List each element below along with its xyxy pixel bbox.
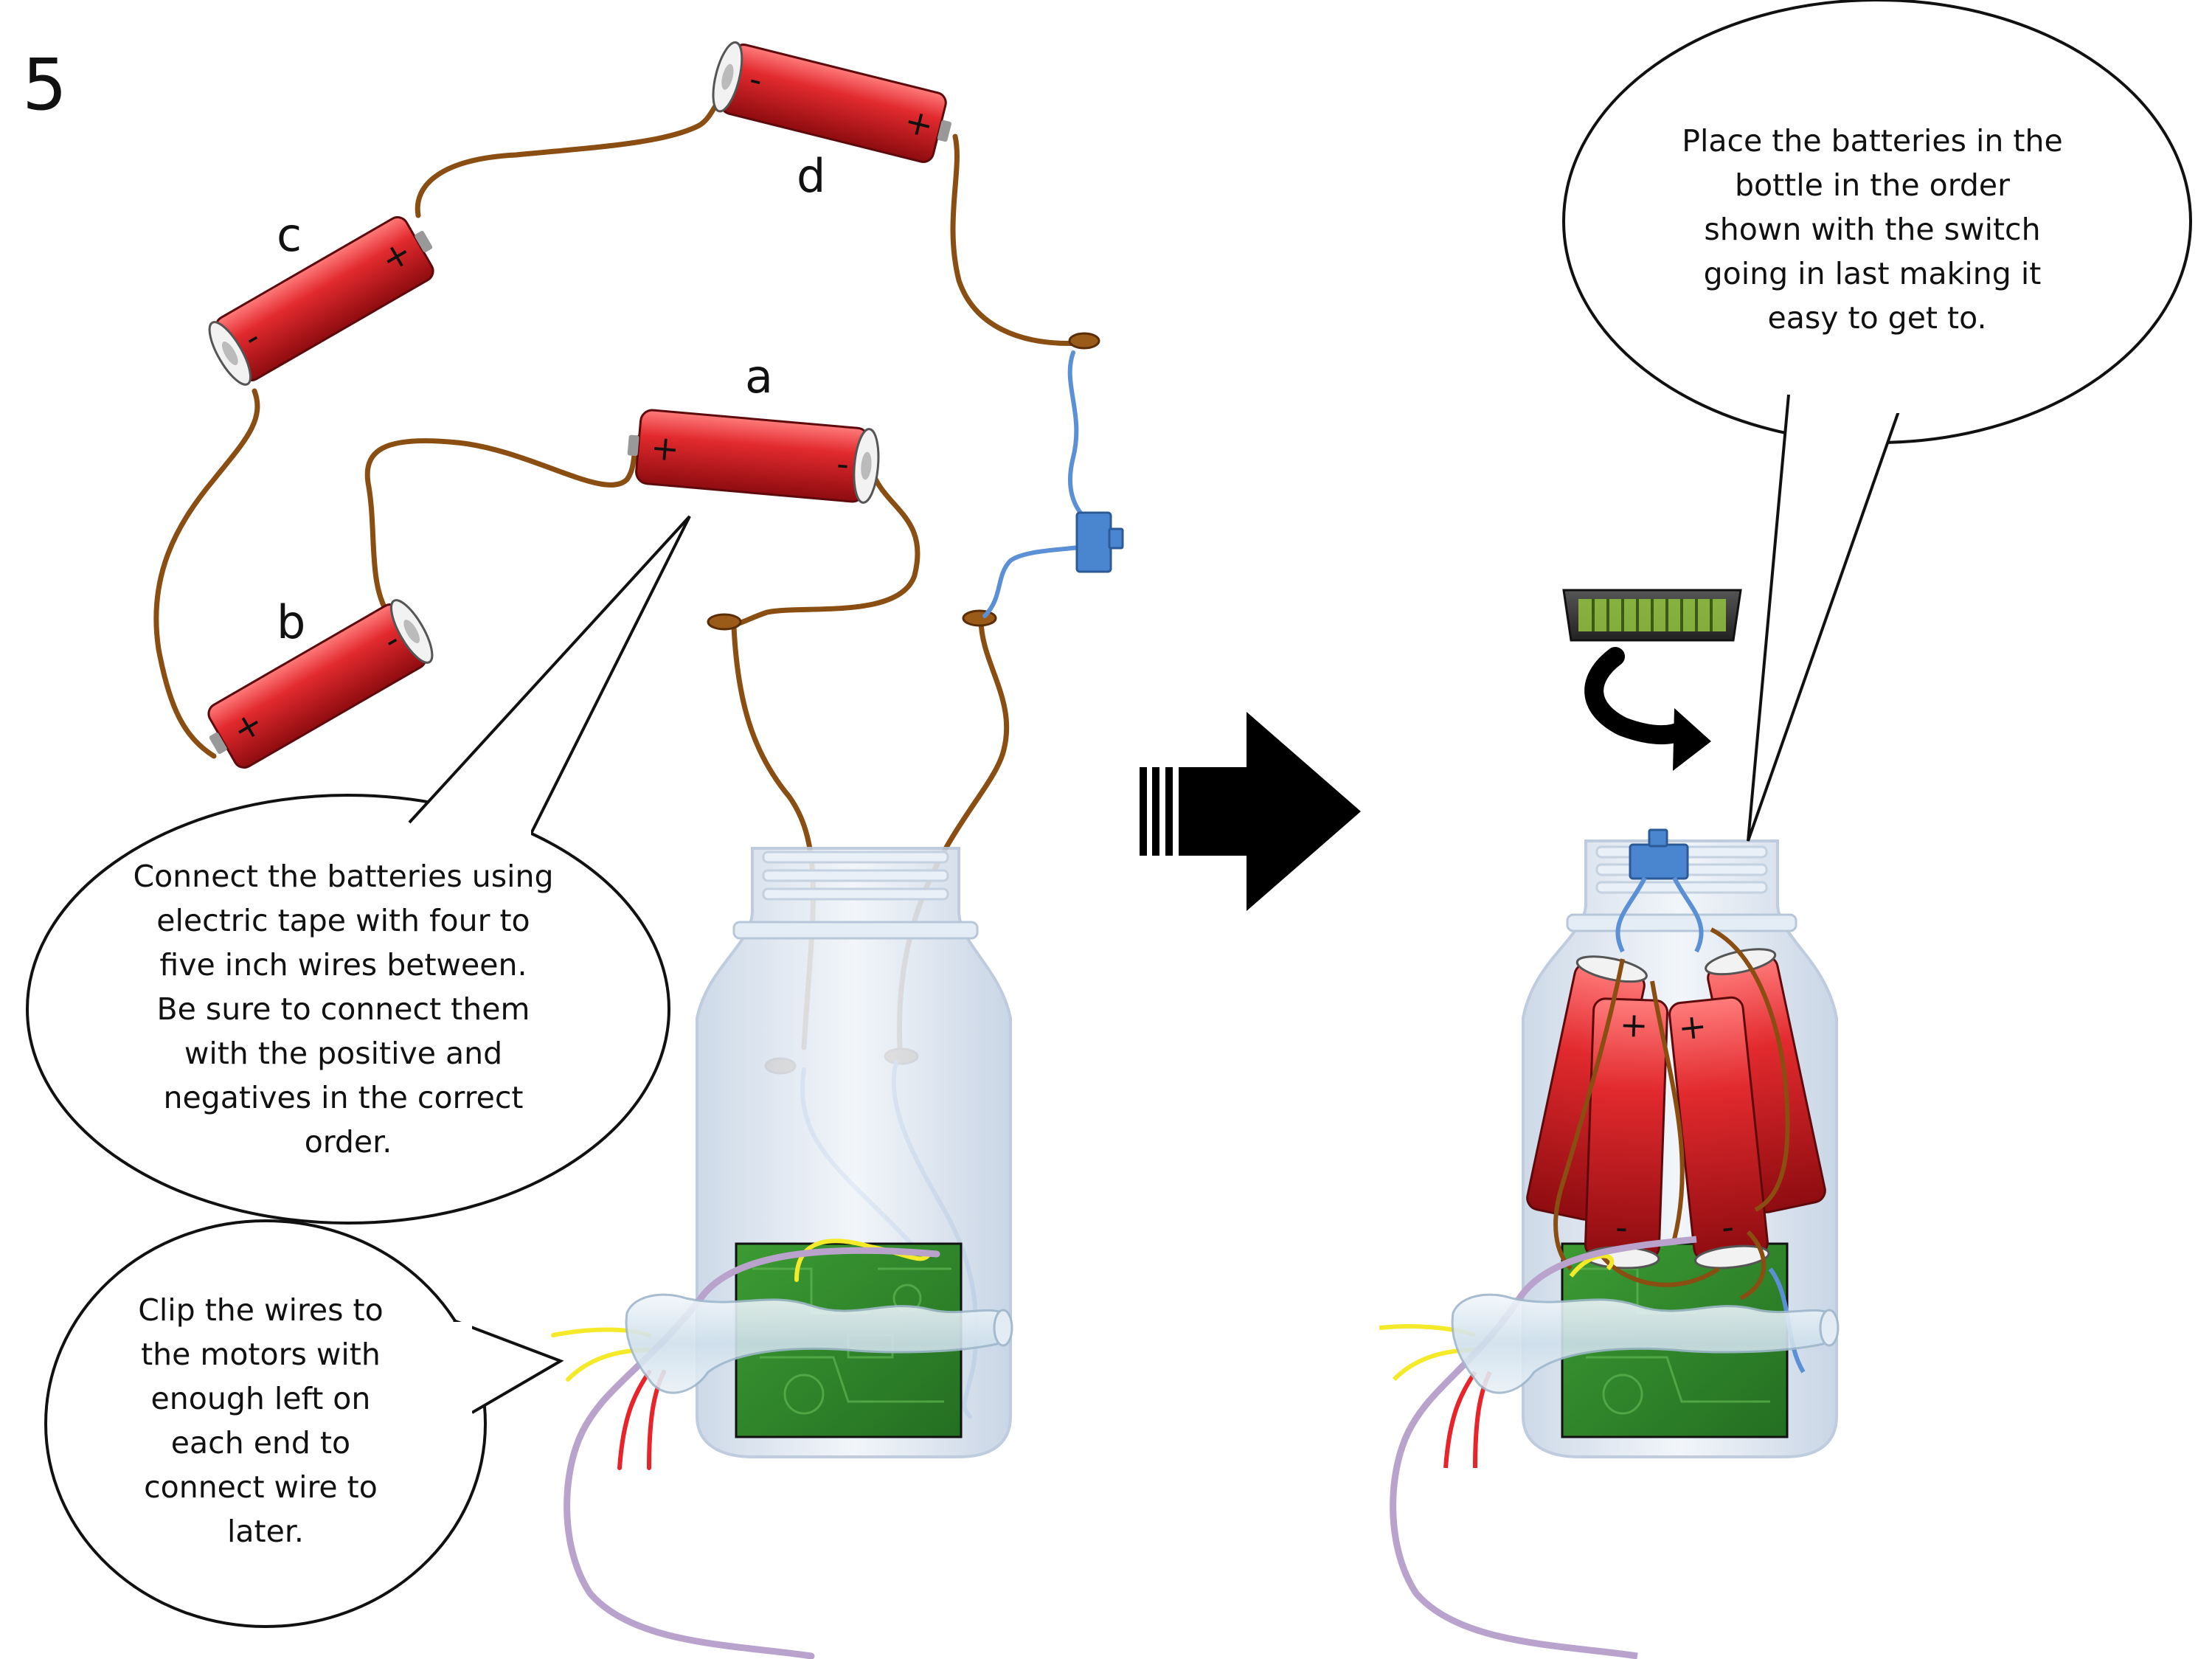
battery-c: - + bbox=[208, 216, 434, 386]
battery-label-d: d bbox=[797, 149, 825, 203]
battery-b: + - bbox=[207, 599, 434, 769]
motor-right bbox=[1451, 1293, 1840, 1394]
callout-bottom-left: Clip the wires to the motors with enough… bbox=[44, 1219, 564, 1628]
battery-label-a: a bbox=[745, 350, 773, 404]
switch-icon bbox=[1075, 511, 1124, 573]
rotate-cap-arrow-icon bbox=[1584, 647, 1711, 771]
purple-wire-right bbox=[1390, 1236, 1697, 1659]
battery-label-c: c bbox=[277, 208, 302, 262]
right-arrow-icon bbox=[1140, 712, 1361, 911]
callout-bottom-left-text: Clip the wires to the motors with enough… bbox=[138, 1292, 393, 1549]
step-number: 5 bbox=[22, 44, 67, 126]
callout-top-right-text: Place the batteries in the bottle in the… bbox=[1682, 123, 2073, 336]
callout-middle-left-text: Connect the batteries using electric tap… bbox=[133, 859, 563, 1160]
callout-top-right: Place the batteries in the bottle in the… bbox=[1562, 0, 2192, 842]
bottle-batteries: + - + - bbox=[1526, 948, 1826, 1270]
purple-wire-left bbox=[564, 1247, 940, 1659]
bottle-battery-plus-1: + bbox=[1619, 1005, 1648, 1045]
switch-icon bbox=[1629, 828, 1689, 880]
battery-label-b: b bbox=[277, 595, 305, 649]
motor-left bbox=[625, 1293, 1013, 1394]
battery-a-plus: + bbox=[649, 427, 681, 469]
bottle-cap-icon bbox=[1562, 589, 1742, 642]
brown-wires bbox=[153, 89, 1087, 1050]
battery-a: + - bbox=[627, 409, 880, 504]
bottle-battery-minus-1: - bbox=[1615, 1208, 1628, 1248]
left-bottle bbox=[696, 847, 1012, 1458]
battery-d: - + bbox=[712, 41, 951, 163]
bottle-battery-plus-2: + bbox=[1677, 1005, 1709, 1048]
callout-middle-left: Connect the batteries using electric tap… bbox=[26, 515, 691, 1225]
battery-a-minus: - bbox=[835, 443, 850, 484]
bottle-battery-minus-2: - bbox=[1719, 1207, 1736, 1247]
